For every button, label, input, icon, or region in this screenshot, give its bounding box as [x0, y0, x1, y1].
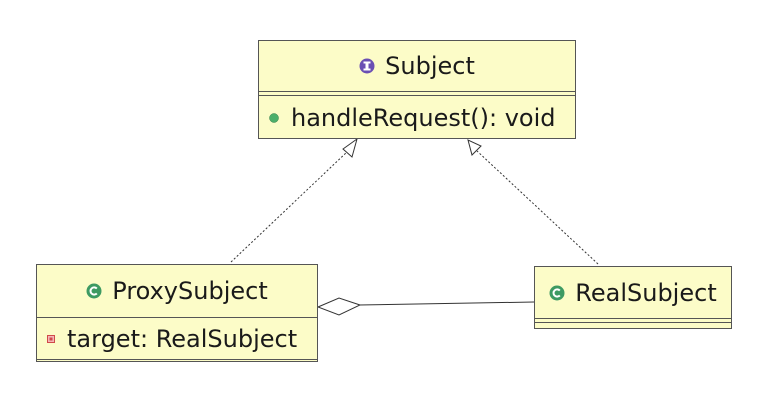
class-header-subject: Subject	[259, 41, 575, 92]
realization-arrowhead-realsubject	[467, 139, 482, 156]
class-box-realsubject[interactable]: RealSubject	[534, 266, 732, 329]
class-box-subject[interactable]: Subject handleRequest(): void	[258, 40, 576, 139]
aggregation-diamond	[316, 297, 362, 316]
attributes-compartment-realsubject	[535, 319, 731, 323]
public-method-icon	[269, 112, 279, 123]
class-icon	[86, 283, 102, 299]
realization-arrowhead-proxysubject	[342, 137, 358, 158]
class-box-proxysubject[interactable]: ProxySubject target: RealSubject	[36, 264, 318, 362]
realization-line-proxysubject	[230, 151, 348, 263]
private-field-icon	[47, 334, 55, 343]
attributes-compartment-proxysubject: target: RealSubject	[37, 318, 317, 360]
interface-icon	[359, 58, 375, 74]
method-handle-request: handleRequest(): void	[291, 103, 556, 132]
class-name-proxysubject: ProxySubject	[112, 277, 268, 305]
aggregation-line	[358, 301, 535, 306]
field-target: target: RealSubject	[67, 324, 298, 353]
operations-compartment-subject: handleRequest(): void	[259, 96, 575, 139]
class-header-realsubject: RealSubject	[535, 267, 731, 319]
operations-compartment-realsubject	[535, 323, 731, 328]
attributes-compartment-subject	[259, 92, 575, 96]
realization-line-realsubject	[476, 150, 599, 265]
class-name-subject: Subject	[385, 52, 475, 80]
class-name-realsubject: RealSubject	[575, 278, 717, 307]
class-icon	[549, 285, 565, 301]
class-header-proxysubject: ProxySubject	[37, 265, 317, 318]
